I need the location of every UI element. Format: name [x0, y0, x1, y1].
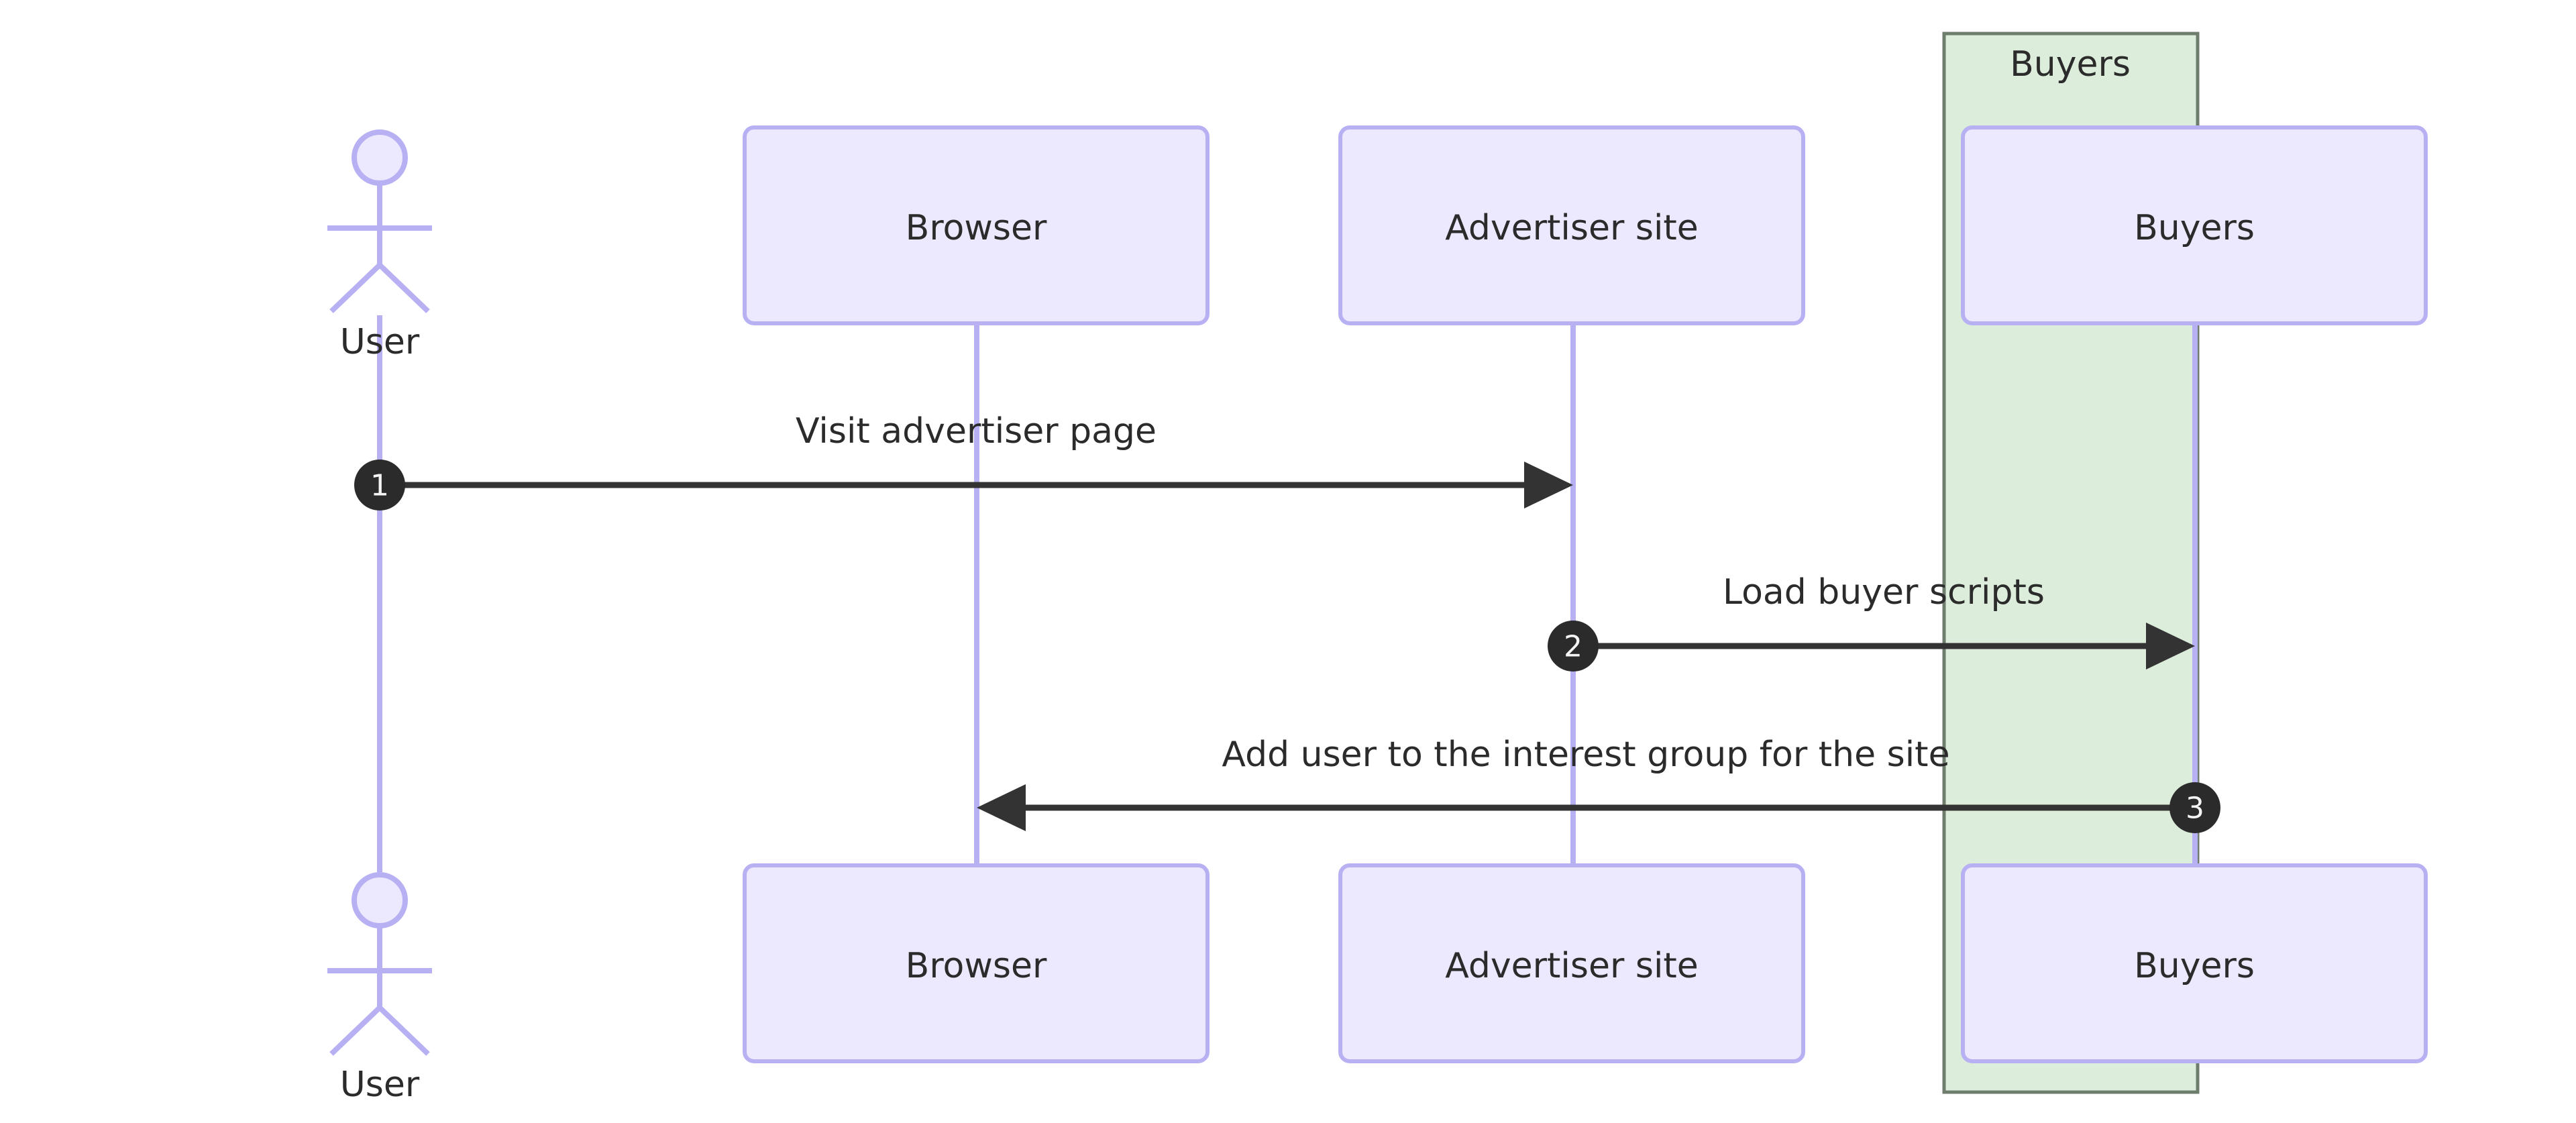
message-label: Visit advertiser page: [796, 411, 1157, 451]
group-label: Buyers: [2010, 44, 2131, 85]
actor-user-top[interactable]: User: [327, 129, 432, 362]
participant-box[interactable]: [1961, 125, 2428, 325]
message-sequence-number: 3: [2186, 792, 2204, 826]
message-2[interactable]: Load buyer scripts 2: [1548, 572, 2195, 672]
participant-label: Advertiser site: [1445, 208, 1699, 248]
participant-bottom-buyers[interactable]: Buyers: [1961, 863, 2428, 1063]
actor-user-bottom[interactable]: User: [327, 872, 432, 1105]
message-sequence-number: 1: [370, 469, 389, 503]
message-arrowhead: [1524, 462, 1573, 509]
message-sequence-number: 2: [1564, 630, 1582, 664]
participant-label: Advertiser site: [1445, 946, 1699, 986]
participant-label: Browser: [906, 208, 1047, 248]
actor-head-icon: [352, 872, 408, 928]
participant-box[interactable]: [743, 863, 1210, 1063]
actor-legs-icon: [329, 1006, 430, 1056]
message-label: Add user to the interest group for the s…: [1222, 735, 1949, 775]
lifelines: [377, 315, 2198, 872]
participant-label: Buyers: [2134, 208, 2255, 248]
participant-bottom-browser[interactable]: Browser: [743, 863, 1210, 1063]
participant-top-buyers[interactable]: Buyers: [1961, 125, 2428, 325]
message-sequence-badge[interactable]: [1548, 621, 1599, 672]
message-arrowhead: [2146, 623, 2195, 670]
participant-box[interactable]: [1961, 863, 2428, 1063]
message-sequence-badge[interactable]: [354, 460, 405, 511]
actor-legs-icon: [329, 263, 430, 313]
participant-box[interactable]: [1338, 125, 1805, 325]
message-sequence-badge[interactable]: [2169, 782, 2220, 833]
actor-label: User: [340, 322, 420, 362]
message-1[interactable]: Visit advertiser page 1: [354, 411, 1573, 511]
participant-bottom-advertiser[interactable]: Advertiser site: [1338, 863, 1805, 1063]
message-arrowhead: [977, 784, 1026, 831]
actor-head-icon: [352, 129, 408, 186]
participant-top-browser[interactable]: Browser: [743, 125, 1210, 325]
participant-label: Buyers: [2134, 946, 2255, 986]
participant-top-advertiser[interactable]: Advertiser site: [1338, 125, 1805, 325]
participant-box[interactable]: [1338, 863, 1805, 1063]
participant-box[interactable]: [743, 125, 1210, 325]
message-3[interactable]: Add user to the interest group for the s…: [977, 735, 2220, 833]
actor-label: User: [340, 1065, 420, 1105]
participant-label: Browser: [906, 946, 1047, 986]
message-label: Load buyer scripts: [1723, 572, 2045, 612]
